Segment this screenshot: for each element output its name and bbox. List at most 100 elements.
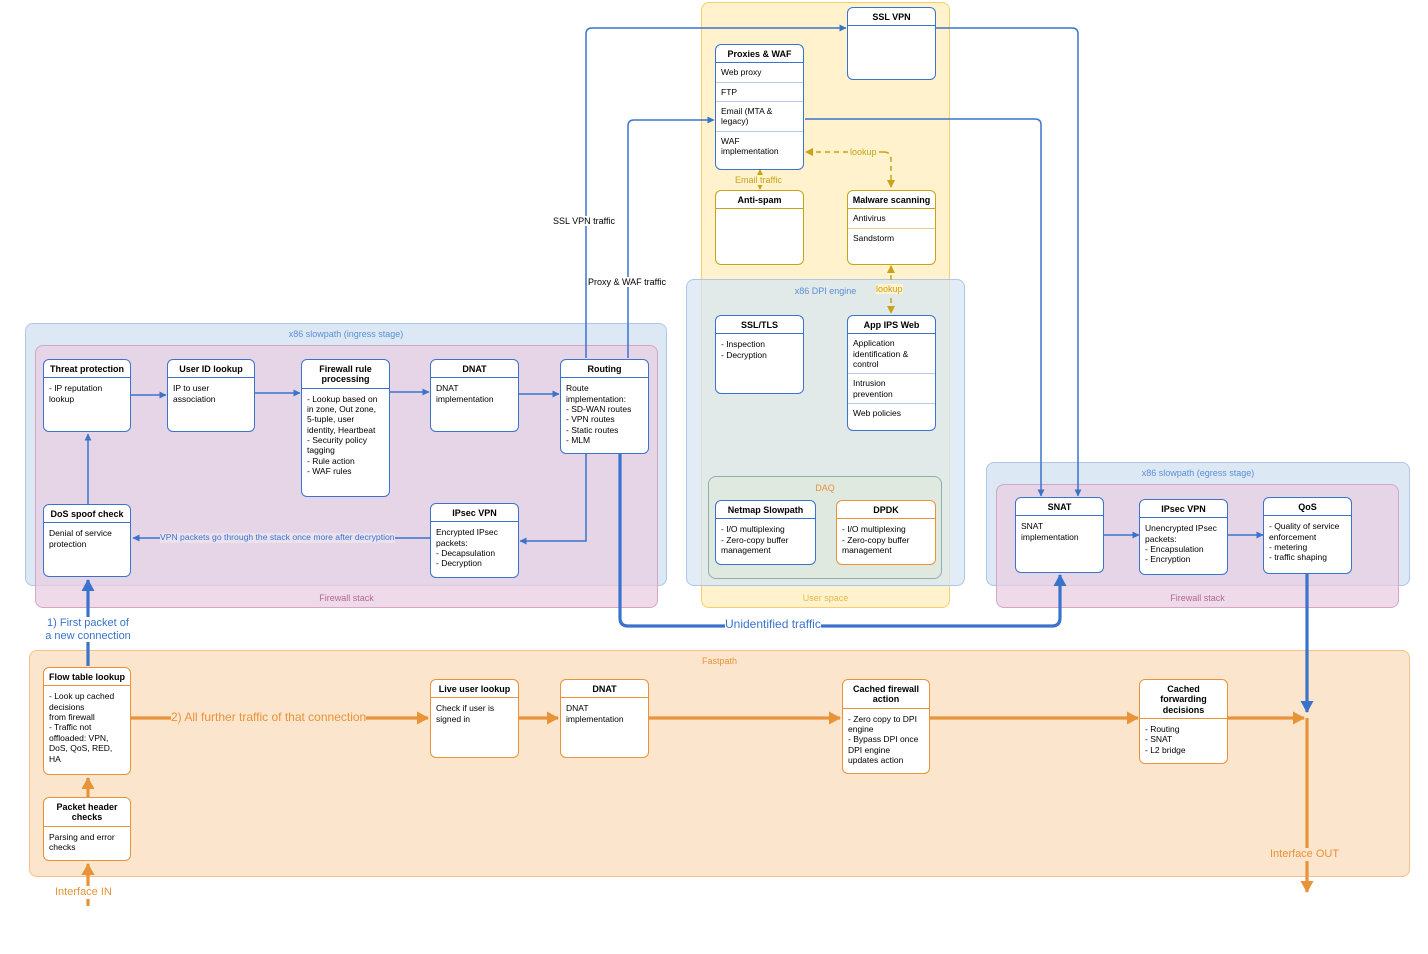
arrow-proxies-to-snat: [805, 118, 1045, 497]
app-ips-item-web-policies: Web policies: [853, 408, 902, 419]
proxies-waf-title: Proxies & WAF: [716, 45, 803, 64]
flow-table-lookup-box[interactable]: Flow table lookup - Look up cached decis…: [43, 667, 131, 775]
dpdk-body: - I/O multiplexing - Zero-copy buffer ma…: [842, 524, 910, 556]
user-id-lookup-title: User ID lookup: [168, 360, 254, 379]
slowpath-egress-label: x86 slowpath (egress stage): [1141, 468, 1255, 478]
anti-spam-title: Anti-spam: [716, 191, 803, 210]
cached-forwarding-title: Cached forwarding decisions: [1140, 680, 1227, 720]
ssl-tls-box[interactable]: SSL/TLS - Inspection - Decryption: [715, 315, 804, 394]
fastpath-label: Fastpath: [701, 656, 738, 666]
user-id-lookup-box[interactable]: User ID lookup IP to user association: [167, 359, 255, 432]
routing-box[interactable]: Routing Route implementation: - SD-WAN r…: [560, 359, 649, 454]
proxies-waf-item-email: Email (MTA & legacy): [716, 102, 803, 132]
netmap-slowpath-body: - I/O multiplexing - Zero-copy buffer ma…: [721, 524, 789, 556]
ssl-tls-title: SSL/TLS: [716, 316, 803, 335]
user-space-label: User space: [802, 593, 849, 603]
qos-body: - Quality of service enforcement - meter…: [1269, 521, 1340, 563]
cached-firewall-action-box[interactable]: Cached firewall action - Zero copy to DP…: [842, 679, 930, 774]
anti-spam-box[interactable]: Anti-spam: [715, 190, 804, 265]
ipsec-vpn-ingress-body: Encrypted IPsec packets: - Decapsulation…: [436, 527, 498, 569]
snat-box[interactable]: SNAT SNAT implementation: [1015, 497, 1104, 573]
threat-protection-title: Threat protection: [44, 360, 130, 379]
cached-forwarding-body: - Routing - SNAT - L2 bridge: [1145, 724, 1186, 755]
netmap-slowpath-box[interactable]: Netmap Slowpath - I/O multiplexing - Zer…: [715, 500, 816, 565]
live-user-lookup-body: Check if user is signed in: [436, 703, 495, 724]
further-traffic-label: 2) All further traffic of that connectio…: [171, 710, 367, 725]
arrow-routing-to-ipsec: [519, 453, 587, 545]
firewall-stack-right-label: Firewall stack: [1170, 593, 1225, 603]
proxies-waf-item-web-proxy: Web proxy: [716, 63, 803, 83]
firewall-rule-box[interactable]: Firewall rule processing - Lookup based …: [301, 359, 390, 497]
malware-item-sandstorm: Sandstorm: [853, 232, 895, 243]
app-ips-item-application: Application identification & control: [848, 334, 935, 375]
arrow-unidentified-traffic: [618, 454, 1067, 628]
app-ips-web-box[interactable]: App IPS Web Application identification &…: [847, 315, 936, 431]
unidentified-traffic-label: Unidentified traffic: [725, 617, 821, 632]
ssl-vpn-traffic-label: SSL VPN traffic: [553, 216, 616, 227]
dnat-slowpath-body: DNAT implementation: [436, 383, 494, 404]
ipsec-vpn-ingress-title: IPsec VPN: [431, 504, 518, 523]
routing-title: Routing: [561, 360, 648, 379]
lookup-top-label: lookup: [850, 147, 877, 158]
ssl-tls-body: - Inspection - Decryption: [721, 339, 767, 360]
qos-title: QoS: [1264, 498, 1351, 517]
firewall-stack-left-label: Firewall stack: [319, 593, 374, 603]
user-id-lookup-body: IP to user association: [173, 383, 216, 404]
ssl-vpn-box[interactable]: SSL VPN: [847, 7, 936, 80]
firewall-rule-body: - Lookup based on in zone, Out zone, 5-t…: [307, 393, 378, 477]
ipsec-vpn-egress-title: IPsec VPN: [1140, 500, 1227, 519]
cached-forwarding-box[interactable]: Cached forwarding decisions - Routing - …: [1139, 679, 1228, 764]
packet-header-checks-title: Packet header checks: [44, 798, 130, 827]
proxies-waf-item-waf: WAF implementation: [721, 135, 779, 157]
qos-box[interactable]: QoS - Quality of service enforcement - m…: [1263, 497, 1352, 574]
ipsec-vpn-ingress-box[interactable]: IPsec VPN Encrypted IPsec packets: - Dec…: [430, 503, 519, 578]
ipsec-vpn-egress-box[interactable]: IPsec VPN Unencrypted IPsec packets: - E…: [1139, 499, 1228, 575]
dpdk-box[interactable]: DPDK - I/O multiplexing - Zero-copy buff…: [836, 500, 936, 565]
proxy-waf-traffic-label: Proxy & WAF traffic: [588, 277, 667, 288]
app-ips-web-title: App IPS Web: [848, 316, 935, 335]
malware-scanning-box[interactable]: Malware scanning Antivirus Sandstorm: [847, 190, 936, 265]
ipsec-vpn-egress-body: Unencrypted IPsec packets: - Encapsulati…: [1145, 523, 1217, 565]
email-traffic-label: Email traffic: [735, 175, 782, 186]
cached-firewall-action-title: Cached firewall action: [843, 680, 929, 709]
ssl-vpn-title: SSL VPN: [848, 8, 935, 27]
firewall-rule-title: Firewall rule processing: [302, 360, 389, 389]
live-user-lookup-box[interactable]: Live user lookup Check if user is signed…: [430, 679, 519, 758]
interface-out-label: Interface OUT: [1270, 848, 1340, 861]
malware-item-antivirus: Antivirus: [848, 209, 935, 229]
snat-title: SNAT: [1016, 498, 1103, 517]
vpn-again-label: VPN packets go through the stack once mo…: [160, 532, 395, 543]
packet-header-checks-box[interactable]: Packet header checks Parsing and error c…: [43, 797, 131, 861]
proxies-waf-item-ftp: FTP: [716, 83, 803, 103]
arrow-routing-to-sslvpn: [585, 24, 847, 358]
dos-spoof-check-title: DoS spoof check: [44, 505, 130, 524]
flow-table-lookup-title: Flow table lookup: [44, 668, 130, 687]
arrow-sslvpn-to-snat: [936, 27, 1082, 497]
flow-table-lookup-body: - Look up cached decisions from firewall…: [49, 691, 115, 764]
dnat-slowpath-box[interactable]: DNAT DNAT implementation: [430, 359, 519, 432]
app-ips-item-intrusion: Intrusion prevention: [848, 374, 935, 405]
first-packet-label: 1) First packet of a new connection: [38, 617, 138, 643]
proxies-waf-box[interactable]: Proxies & WAF Web proxy FTP Email (MTA &…: [715, 44, 804, 170]
cached-firewall-action-body: - Zero copy to DPI engine - Bypass DPI o…: [848, 713, 919, 766]
threat-protection-box[interactable]: Threat protection - IP reputation lookup: [43, 359, 131, 432]
interface-in-label: Interface IN: [55, 886, 112, 899]
dnat-fastpath-box[interactable]: DNAT DNAT implementation: [560, 679, 649, 758]
dpdk-title: DPDK: [837, 501, 935, 520]
dnat-fastpath-body: DNAT implementation: [566, 703, 624, 724]
arrow-lookup-to-malware: [883, 151, 895, 188]
dnat-slowpath-title: DNAT: [431, 360, 518, 379]
dpi-engine-label: x86 DPI engine: [794, 286, 857, 296]
dos-spoof-check-body: Denial of service protection: [49, 528, 112, 549]
slowpath-ingress-label: x86 slowpath (ingress stage): [288, 329, 404, 339]
threat-protection-body: - IP reputation lookup: [49, 383, 103, 404]
netmap-slowpath-title: Netmap Slowpath: [716, 501, 815, 520]
arrow-routing-to-proxies: [627, 116, 715, 358]
dos-spoof-check-box[interactable]: DoS spoof check Denial of service protec…: [43, 504, 131, 577]
live-user-lookup-title: Live user lookup: [431, 680, 518, 699]
snat-body: SNAT implementation: [1021, 521, 1079, 542]
malware-scanning-title: Malware scanning: [848, 191, 935, 210]
lookup-mid-label: lookup: [876, 284, 903, 295]
daq-label: DAQ: [815, 483, 835, 493]
